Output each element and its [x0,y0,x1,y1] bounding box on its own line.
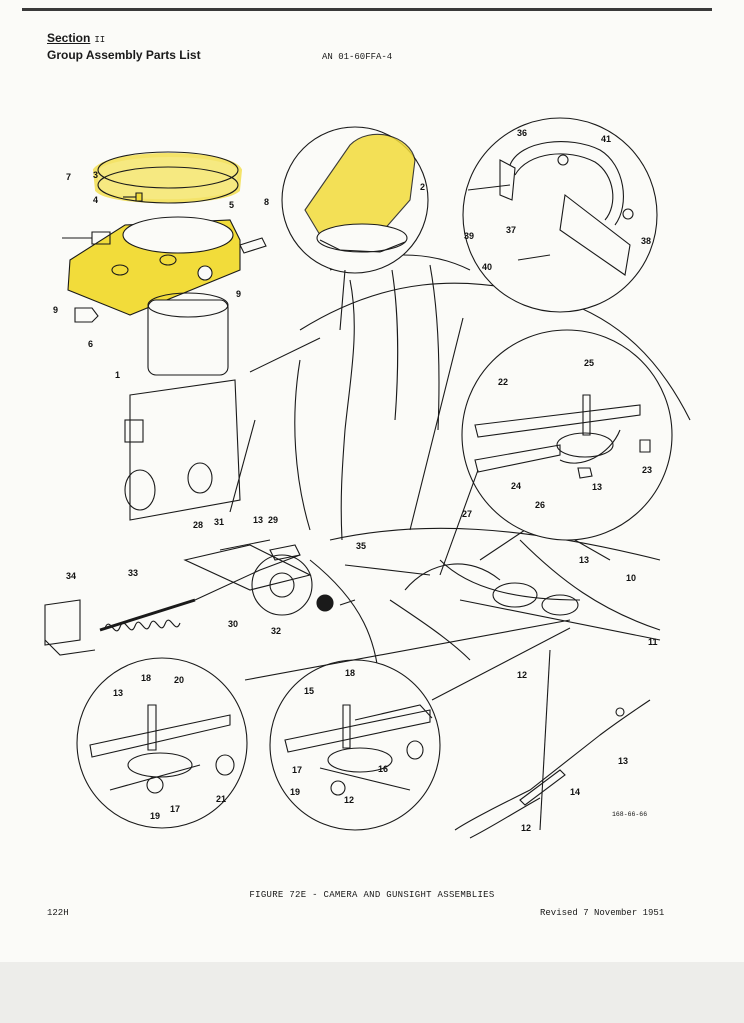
callout-13c: 13 [592,482,602,492]
camera-mount-group [62,151,267,521]
callout-4: 4 [93,195,98,205]
callout-2: 2 [420,182,425,192]
pulley-detail-right [461,329,673,541]
callout-34: 34 [66,571,76,581]
callout-38: 38 [641,236,651,246]
callout-11: 11 [648,637,658,647]
callout-40: 40 [482,262,492,272]
revision-date: Revised 7 November 1951 [540,908,665,918]
callout-19a: 19 [150,811,160,821]
callout-18b: 18 [345,668,355,678]
gunsight-detail [281,126,429,274]
callout-25: 25 [584,358,594,368]
callout-22: 22 [498,377,508,387]
callout-18a: 18 [141,673,151,683]
fuselage-outline [294,254,691,701]
callout-13e: 13 [618,756,628,766]
document-number: AN 01-60FFA-4 [322,52,393,62]
callout-26: 26 [535,500,545,510]
callout-5: 5 [229,200,234,210]
callout-17a: 17 [170,804,180,814]
callout-1: 1 [115,370,120,380]
section-number: II [94,35,106,45]
parts-list-title: Group Assembly Parts List [47,48,201,62]
callout-20: 20 [174,675,184,685]
callout-10: 10 [626,573,636,583]
pulley-detail-middle [269,659,441,831]
callout-15: 15 [304,686,314,696]
callout-12b: 12 [344,795,354,805]
cable-assembly [454,699,651,839]
callout-16: 16 [378,764,388,774]
callout-19b: 19 [290,787,300,797]
pulley-detail-left [76,657,248,829]
callout-30: 30 [228,619,238,629]
callout-13a: 13 [253,515,263,525]
callout-12c: 12 [521,823,531,833]
scan-margin [0,962,744,1023]
section-label: Section [47,31,91,45]
drawing-code: 168-66-66 [612,811,647,818]
callout-13d: 13 [113,688,123,698]
figure-caption: FIGURE 72E - CAMERA AND GUNSIGHT ASSEMBL… [249,890,495,900]
clamp-detail [462,117,658,313]
callout-9b: 9 [53,305,58,315]
callout-9a: 9 [236,289,241,299]
callout-13b: 13 [579,555,589,565]
callout-39: 39 [464,231,474,241]
callout-24: 24 [511,481,521,491]
callout-labels: 1 2 3 4 5 6 7 8 9 9 10 11 12 12 12 13 13… [53,128,658,833]
callout-23: 23 [642,465,652,475]
callout-36: 36 [517,128,527,138]
callout-17b: 17 [292,765,302,775]
exploded-assembly-drawing: 1 2 3 4 5 6 7 8 9 9 10 11 12 12 12 13 13… [44,117,691,839]
callout-7: 7 [66,172,71,182]
leader-lines [229,269,571,831]
callout-31: 31 [214,517,224,527]
callout-21: 21 [216,794,226,804]
callout-28: 28 [193,520,203,530]
callout-8: 8 [264,197,269,207]
callout-33: 33 [128,568,138,578]
callout-29: 29 [268,515,278,525]
callout-41: 41 [601,134,611,144]
page-number: 122H [47,908,69,918]
callout-37: 37 [506,225,516,235]
header-rule [22,8,712,11]
callout-6: 6 [88,339,93,349]
spring-assembly [44,539,334,656]
callout-27: 27 [462,509,472,519]
callout-3: 3 [93,170,98,180]
callout-12a: 12 [517,670,527,680]
callout-14: 14 [570,787,580,797]
callout-32: 32 [271,626,281,636]
callout-35: 35 [356,541,366,551]
